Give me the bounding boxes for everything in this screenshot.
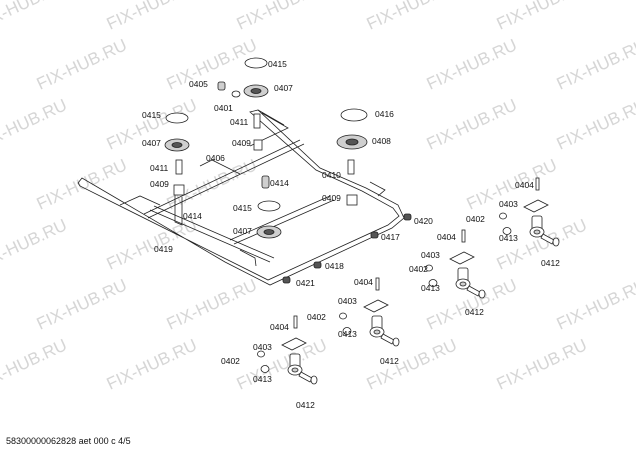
part-number-label: 0415 [268,59,287,69]
part-number-label: 0421 [296,278,315,288]
part-number-label: 0412 [465,307,484,317]
part-number-label: 0407 [142,138,161,148]
part-number-label: 0402 [409,264,428,274]
valve-assembly [257,315,318,385]
part-number-label: 0408 [372,136,391,146]
part-number-label: 0411 [150,163,169,173]
part-number-label: 0405 [189,79,208,89]
part-number-labels: 0415 0405 0401 0407 0415 0411 0407 0409 0406 0411… [142,59,560,410]
part-number-label: 0414 [270,178,289,188]
watermark-text: FIX-HUB.RU [0,215,70,273]
part-number-label: 0409 [232,138,251,148]
part-number-label: 0402 [221,356,240,366]
part-number-label: 0403 [421,250,440,260]
watermark-text: FIX-HUB.RU [104,335,200,393]
valve-assembly [425,229,486,299]
part-number-label: 0409 [150,179,169,189]
part-number-label: 0406 [206,153,225,163]
part-number-label: 0418 [325,261,344,271]
part-number-label: 0407 [233,226,252,236]
part-number-label: 0413 [499,233,518,243]
part-number-label: 0415 [233,203,252,213]
watermark-text: FIX-HUB.RU [0,0,70,34]
burner-caps [164,57,368,239]
part-number-label: 0404 [515,180,534,190]
part-number-label: 0411 [230,117,249,127]
watermark-text: FIX-HUB.RU [554,95,636,153]
part-number-label: 0416 [375,109,394,119]
watermark-text: FIX-HUB.RU [0,335,70,393]
part-number-label: 0419 [154,244,173,254]
watermark-text: FIX-HUB.RU [104,215,200,273]
burner-frame [77,109,405,286]
part-number-label: 0404 [437,232,456,242]
part-number-label: 0401 [214,103,233,113]
watermark-text: FIX-HUB.RU [34,35,130,93]
watermark-text: FIX-HUB.RU [554,35,636,93]
part-number-label: 0417 [381,232,400,242]
part-number-label: 0413 [253,374,272,384]
valve-assembly [499,177,560,247]
watermark-text: FIX-HUB.RU [424,35,520,93]
watermark-text: FIX-HUB.RU [104,0,200,34]
valve-assembly [339,277,400,347]
part-number-label: 0415 [142,110,161,120]
watermark-text: FIX-HUB.RU [494,335,590,393]
part-number-label: 0409 [322,193,341,203]
part-number-label: 0402 [466,214,485,224]
watermark-text: FIX-HUB.RU [364,0,460,34]
part-number-label: 0412 [541,258,560,268]
part-number-label: 0412 [380,356,399,366]
part-number-label: 0403 [253,342,272,352]
watermark-text: FIX-HUB.RU [0,95,70,153]
part-number-label: 0403 [338,296,357,306]
part-number-label: 0407 [274,83,293,93]
part-number-label: 0413 [338,329,357,339]
watermark-text: FIX-HUB.RU [234,0,330,34]
watermark-text: FIX-HUB.RU [234,335,330,393]
watermark-text: FIX-HUB.RU [364,335,460,393]
watermark-text: FIX-HUB.RU [494,0,590,34]
part-number-label: 0412 [296,400,315,410]
part-number-label: 0413 [421,283,440,293]
watermark-text: FIX-HUB.RU [424,95,520,153]
watermark-text: FIX-HUB.RU [554,275,636,333]
part-number-label: 0414 [183,211,202,221]
part-number-label: 0402 [307,312,326,322]
watermark-text: FIX-HUB.RU [34,275,130,333]
drawing-footer: 58300000062828 aet 000 c 4/5 [6,436,131,446]
part-number-label: 0403 [499,199,518,209]
part-number-label: 0410 [322,170,341,180]
gas-valve-assemblies [257,177,560,385]
frame-fittings [173,81,412,284]
part-number-label: 0420 [414,216,433,226]
watermark-text: FIX-HUB.RU [34,155,130,213]
part-number-label: 0404 [354,277,373,287]
watermark-text: FIX-HUB.RU [164,275,260,333]
part-number-label: 0404 [270,322,289,332]
